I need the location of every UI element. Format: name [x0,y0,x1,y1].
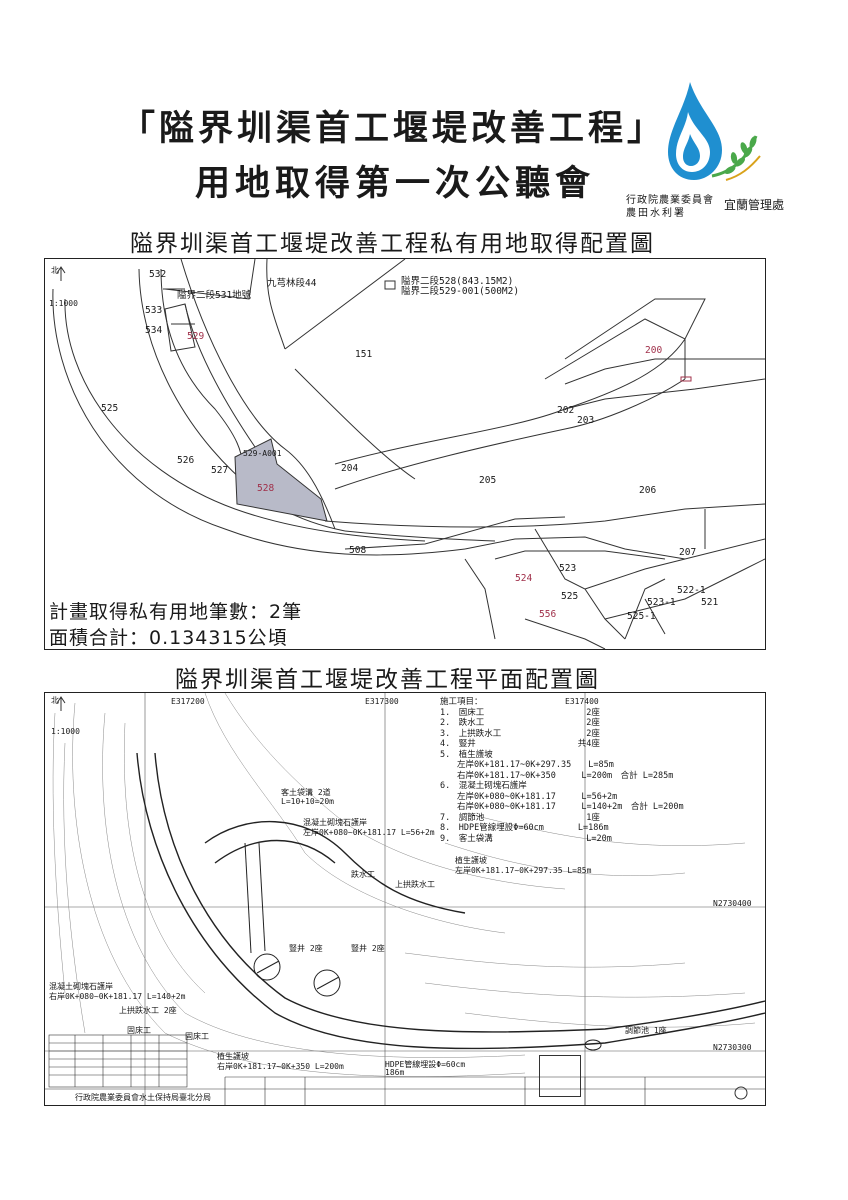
parcel-label-528: 528 [257,483,275,494]
parcel-label: 521 [701,597,719,608]
parcel-label: 205 [479,475,497,486]
works-item: 3. 上拱跌水工 2座 [440,728,600,739]
parcel-label: 200 [645,345,663,356]
works-item: 8. HDPE管線埋設Φ=60cm L=186m [440,823,609,833]
org-name-line3: 宜蘭管理處 [724,198,785,212]
works-item: 7. 調節池 1座 [440,812,600,823]
parcel-label: 151 [355,349,373,360]
parcel-label: 525-1 [627,611,656,622]
road-label-44: 九芎林段44 [267,278,317,289]
annotation: 混凝土砌塊石護岸 [303,818,367,827]
annotation: 左岸0K+080~0K+181.17 L=56+2m [303,828,435,837]
land-map-title: 隘界圳渠首工堰堤改善工程私有用地取得配置圖 [130,231,655,257]
annotation: 186m [385,1068,405,1077]
plan-map-title: 隘界圳渠首工堰堤改善工程平面配置圖 [175,667,600,693]
works-item: 右岸0K+181.17~0K+350 L=200m 合計 L=285m [440,770,674,781]
org-name-line1: 行政院農業委員會 [626,195,714,206]
works-item: 左岸0K+181.17~0K+297.35 L=85m [440,760,614,770]
annotation: 固床工 [185,1032,209,1041]
construction-items-list: 施工項目： 1. 固床工 2座 2. 跌水工 2座 3. 上拱跌水工 2座 4.… [440,697,760,844]
annotation: L=10+10=20m [281,797,334,806]
parcel-label: 522-1 [677,585,706,596]
parcel-label: 532 [149,269,167,280]
annotation: 上拱跌水工 [395,880,435,889]
parcel-label: 526 [177,455,195,466]
parcel-label: 202 [557,405,575,416]
works-item: 9. 客土袋溝 L=20m [440,833,612,844]
site-plan-map: 北 1:1000 E317200 E317300 E317400 N273040… [44,692,766,1106]
parcel-label: 529 [187,331,205,342]
works-item: 4. 豎井 共4座 [440,739,600,749]
parcel-label: 533 [145,305,163,316]
annotation: 左岸0K+181.17~0K+297.35 L=85m [455,866,592,875]
works-item: 左岸0K+080~0K+181.17 L=56+2m [440,791,618,802]
parcel-count-stat: 計畫取得私有用地筆數：2筆 [49,601,303,623]
works-item: 右岸0K+080~0K+181.17 L=140+2m 合計 L=200m [440,802,684,812]
parcel-label: 525 [101,403,119,414]
annotation: 右岸0K+080~0K+181.17 L=140+2m [49,992,186,1001]
coord-label: E317300 [365,697,399,706]
parcel-label: 523 [559,563,577,574]
parcel-label: 508 [349,545,367,556]
coord-label: E317200 [171,697,205,706]
coord-label: N2730400 [713,899,752,908]
parcel-label: 523-1 [647,597,676,608]
annotation: 調節池 1座 [625,1026,667,1035]
annotation: 右岸0K+181.17~0K+350 L=200m [217,1062,344,1071]
annotation: 固床工 [127,1026,151,1035]
works-title: 施工項目： [440,697,483,707]
parcel-label: 525 [561,591,579,602]
parcel-label: 524 [515,573,533,584]
org-name-line2: 農田水利署 [626,208,686,219]
site-plan-drawing [45,693,765,1105]
seal-stamp [539,1055,581,1097]
parcel-label: 556 [539,609,557,620]
coord-label: E317400 [565,697,599,706]
parcel-label: 529-A001 [243,449,282,458]
parcel-label: 203 [577,415,595,426]
land-acquisition-map: 北 1:1000 隘界二段528(843.15M2) 隘界二段529-001(5… [44,258,766,650]
annotation: 上拱跌水工 2座 [119,1006,177,1015]
parcel-boundaries [52,259,765,649]
area-total-stat: 面積合計：0.134315公頃 [49,627,288,649]
footer-agency: 行政院農業委員會水土保持局臺北分局 [75,1093,211,1102]
parcel-label: 206 [639,485,657,496]
annotation: 豎井 2座 [351,944,385,953]
parcel-label: 527 [211,465,229,476]
main-title: 「隘界圳渠首工堰堤改善工程」 [120,108,667,149]
annotation: 豎井 2座 [289,944,323,953]
works-item: 1. 固床工 2座 [440,707,600,718]
works-item: 6. 混凝土砌塊石護岸 [440,781,527,791]
annotation: 植生護坡 [455,856,487,865]
sub-title: 用地取得第一次公聽會 [195,163,596,204]
map-scale: 1:1000 [49,299,78,308]
coord-label: N2730300 [713,1043,752,1052]
works-item: 2. 跌水工 2座 [440,718,600,728]
annotation: 跌水工 [351,870,375,879]
parcel-label: 204 [341,463,359,474]
legend-item-528: 隘界二段528(843.15M2) [401,276,514,287]
works-item: 5. 植生護坡 [440,749,493,760]
parcel-label: 207 [679,547,697,558]
legend-item-529: 隘界二段529-001(500M2) [401,286,520,297]
water-drop-logo-icon [668,82,761,181]
road-label-531: 隘界二段531地號 [177,290,252,301]
annotation: 植生護坡 [217,1052,249,1061]
north-arrow-label: 北 [51,266,59,275]
parcel-label: 534 [145,325,163,336]
plan-scale: 1:1000 [51,727,80,736]
north-arrow-label: 北 [51,696,59,705]
annotation: HDPE管線埋設Φ=60cm [385,1060,466,1069]
annotation: 混凝土砌塊石護岸 [49,982,113,991]
annotation: 客土袋溝 2道 [281,788,331,797]
